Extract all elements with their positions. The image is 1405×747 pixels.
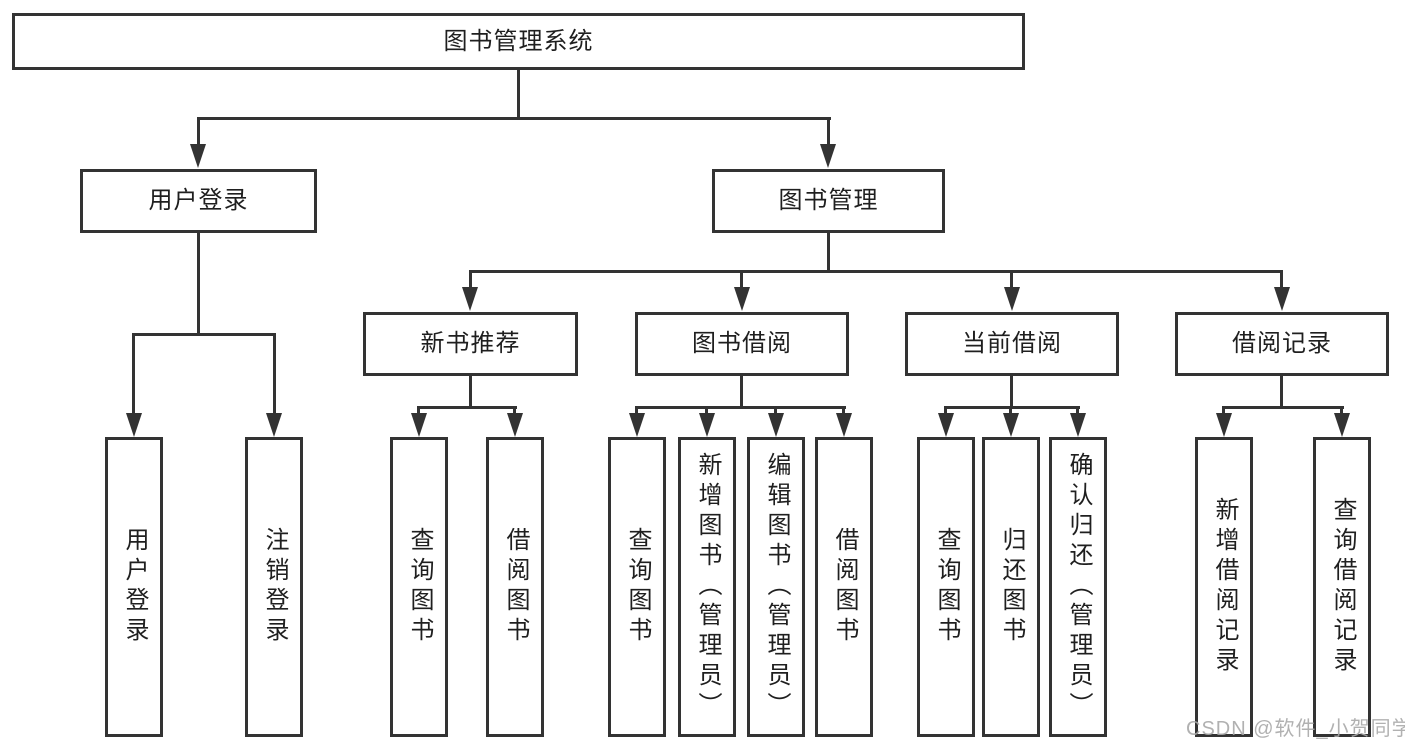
connector-vline [1280, 376, 1283, 406]
node-label: 查询图书 [624, 527, 651, 647]
connector-vline [1010, 376, 1013, 406]
connector-stem [944, 406, 947, 416]
leaf-return-book: 归还图书 [982, 437, 1040, 737]
node-borrowing-records: 借阅记录 [1175, 312, 1389, 376]
node-label: 新增借阅记录 [1211, 497, 1238, 677]
arrow-down-icon [1003, 413, 1019, 437]
connector-vline [469, 376, 472, 406]
leaf-confirm-return-admin: 确认归还（管理员） [1049, 437, 1107, 737]
leaf-query-books-recommend: 查询图书 [390, 437, 448, 737]
node-label: 归还图书 [998, 527, 1025, 647]
arrow-down-icon [1334, 413, 1350, 437]
arrow-down-icon [1274, 287, 1290, 311]
node-current-borrowing: 当前借阅 [905, 312, 1119, 376]
arrow-down-icon [507, 413, 523, 437]
node-label: 借阅图书 [831, 527, 858, 647]
node-library-system: 图书管理系统 [12, 13, 1025, 70]
node-book-management: 图书管理 [712, 169, 945, 233]
leaf-user-login: 用户登录 [105, 437, 163, 737]
node-label: 借阅记录 [1232, 330, 1332, 357]
leaf-add-borrow-record: 新增借阅记录 [1195, 437, 1253, 737]
node-book-borrowing: 图书借阅 [635, 312, 849, 376]
node-label: 图书管理系统 [443, 27, 594, 55]
connector-stem [635, 406, 638, 416]
connector-stem [197, 117, 200, 145]
connector-stem [1009, 406, 1012, 416]
leaf-logout: 注销登录 [245, 437, 303, 737]
connector-stem [1010, 270, 1013, 289]
connector-hline [469, 270, 1283, 273]
connector-hline [197, 117, 831, 120]
leaf-query-books-borrowing: 查询图书 [608, 437, 666, 737]
arrow-down-icon [190, 144, 206, 168]
node-label: 确认归还（管理员） [1065, 452, 1092, 722]
connector-stem [1280, 270, 1283, 289]
connector-hline [132, 333, 276, 336]
leaf-query-books-current: 查询图书 [917, 437, 975, 737]
connector-stem [842, 406, 845, 416]
node-label: 查询图书 [933, 527, 960, 647]
node-label: 查询借阅记录 [1329, 497, 1356, 677]
node-label: 借阅图书 [502, 527, 529, 647]
connector-stem [705, 406, 708, 416]
arrow-down-icon [126, 413, 142, 437]
connector-stem [469, 270, 472, 289]
node-label: 用户登录 [121, 527, 148, 647]
connector-stem [740, 270, 743, 289]
node-label: 编辑图书（管理员） [763, 452, 790, 722]
connector-vline [740, 376, 743, 406]
connector-stem [273, 333, 276, 415]
connector-stem [827, 117, 830, 145]
connector-vline [827, 233, 830, 270]
arrow-down-icon [1070, 413, 1086, 437]
node-label: 图书管理 [778, 187, 879, 214]
csdn-watermark: CSDN @软件_小贺同学 [1186, 718, 1405, 740]
connector-hline [417, 406, 517, 409]
arrow-down-icon [411, 413, 427, 437]
connector-hline [635, 406, 846, 409]
arrow-down-icon [1216, 413, 1232, 437]
connector-stem [1222, 406, 1225, 416]
connector-stem [417, 406, 420, 416]
leaf-borrow-books-borrowing: 借阅图书 [815, 437, 873, 737]
node-label: 用户登录 [148, 187, 249, 214]
arrow-down-icon [266, 413, 282, 437]
leaf-edit-book-admin: 编辑图书（管理员） [747, 437, 805, 737]
arrow-down-icon [699, 413, 715, 437]
arrow-down-icon [462, 287, 478, 311]
node-label: 新增图书（管理员） [694, 452, 721, 722]
node-new-book-recommend: 新书推荐 [363, 312, 578, 376]
connector-hline [1222, 406, 1344, 409]
connector-stem [774, 406, 777, 416]
connector-stem [513, 406, 516, 416]
node-label: 新书推荐 [420, 330, 521, 357]
leaf-query-borrow-record: 查询借阅记录 [1313, 437, 1371, 737]
leaf-borrow-books-recommend: 借阅图书 [486, 437, 544, 737]
node-label: 注销登录 [261, 527, 288, 647]
node-label: 图书借阅 [692, 330, 792, 357]
arrow-down-icon [820, 144, 836, 168]
connector-stem [132, 333, 135, 415]
connector-stem [1076, 406, 1079, 416]
arrow-down-icon [836, 413, 852, 437]
node-label: 当前借阅 [962, 330, 1062, 357]
arrow-down-icon [768, 413, 784, 437]
node-label: 查询图书 [406, 527, 433, 647]
connector-vline [517, 70, 520, 117]
leaf-add-book-admin: 新增图书（管理员） [678, 437, 736, 737]
arrow-down-icon [734, 287, 750, 311]
node-user-login: 用户登录 [80, 169, 317, 233]
arrow-down-icon [938, 413, 954, 437]
connector-stem [1340, 406, 1343, 416]
arrow-down-icon [1004, 287, 1020, 311]
connector-vline [197, 233, 200, 334]
connector-hline [944, 406, 1080, 409]
arrow-down-icon [629, 413, 645, 437]
